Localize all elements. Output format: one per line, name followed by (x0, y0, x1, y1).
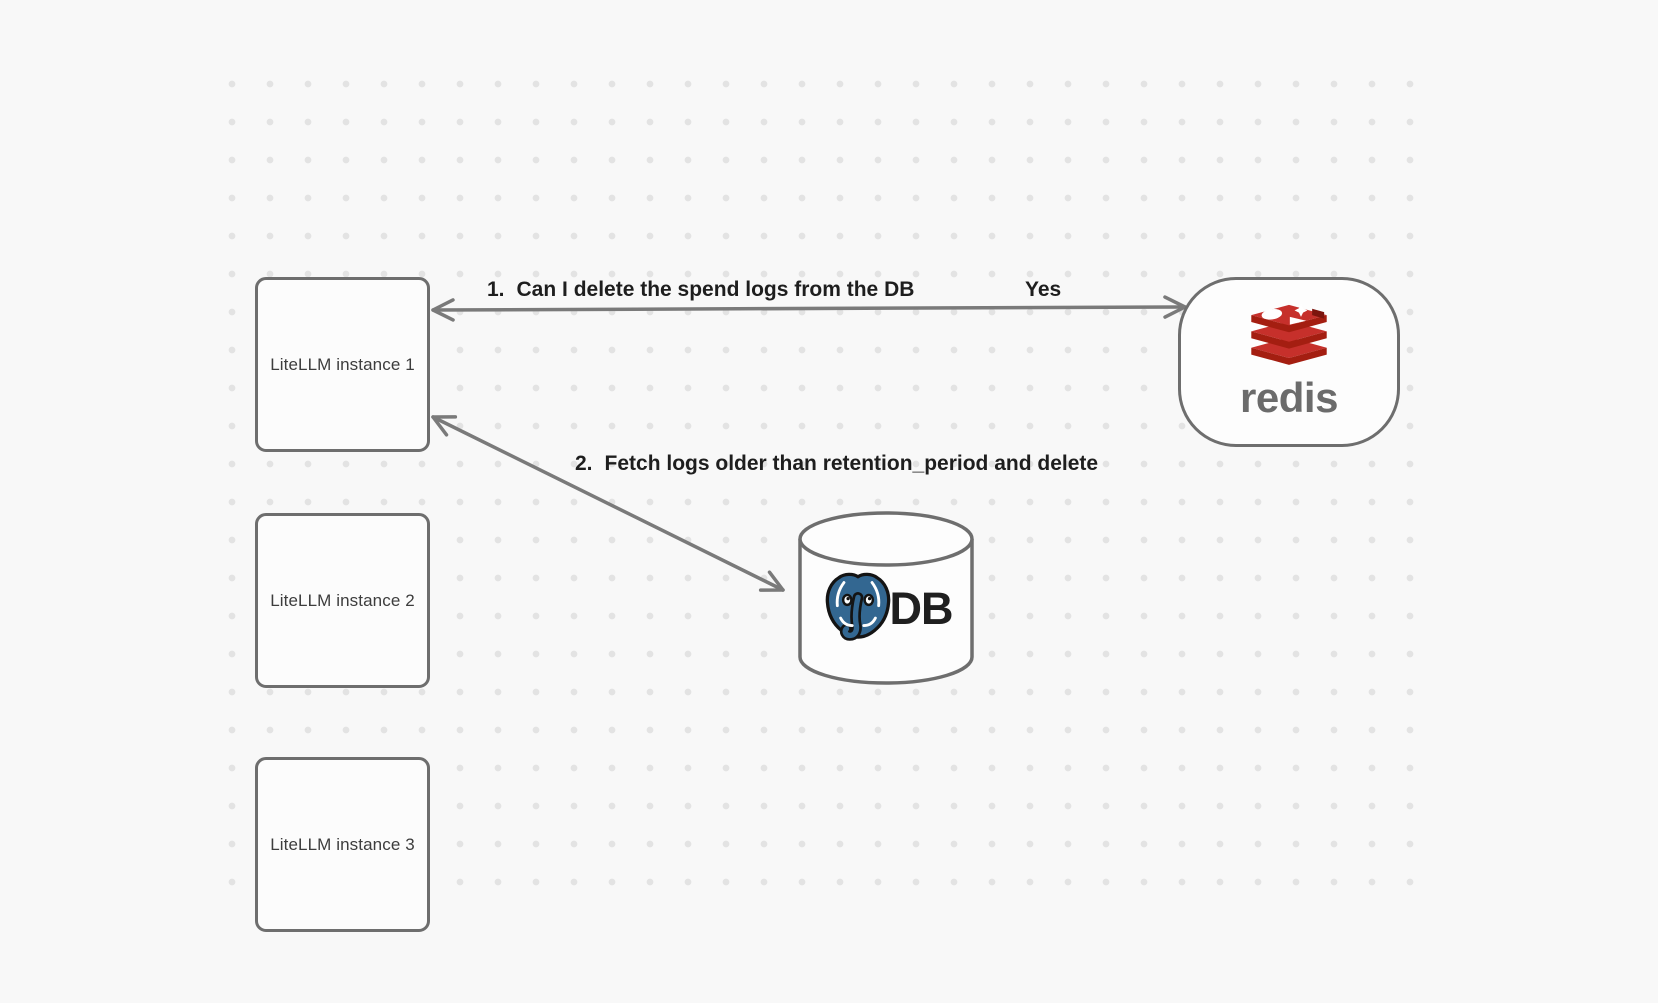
node-litellm-instance-3-label: LiteLLM instance 3 (270, 834, 415, 854)
node-litellm-instance-3[interactable]: LiteLLM instance 3 (255, 757, 430, 932)
node-redis[interactable]: redis (1178, 277, 1400, 447)
redis-logo-icon (1251, 304, 1327, 365)
edge-1-text: Can I delete the spend logs from the DB (516, 278, 915, 301)
edge-1-response-text: Yes (1025, 278, 1062, 301)
node-litellm-instance-1[interactable]: LiteLLM instance 1 (255, 277, 430, 452)
db-content: DB (796, 571, 976, 647)
edge-1-number: 1. (487, 278, 505, 301)
postgresql-elephant-icon (825, 572, 890, 641)
node-db[interactable]: DB (796, 509, 976, 691)
edge-2-number: 2. (575, 452, 593, 475)
node-litellm-instance-1-label: LiteLLM instance 1 (270, 354, 415, 374)
edge-1-label[interactable]: 1. Can I delete the spend logs from the D… (487, 276, 914, 303)
edge-1-response[interactable]: Yes (1025, 276, 1061, 303)
edge-1-arrow[interactable] (431, 295, 1187, 322)
node-litellm-instance-2[interactable]: LiteLLM instance 2 (255, 513, 430, 688)
edge-2-label[interactable]: 2. Fetch logs older than retention_period… (575, 450, 1098, 477)
node-litellm-instance-2-label: LiteLLM instance 2 (270, 590, 415, 610)
db-label: DB (889, 583, 954, 634)
redis-wordmark: redis (1240, 374, 1338, 421)
edge-2-arrow[interactable] (431, 415, 785, 592)
edge-2-text: Fetch logs older than retention_period a… (604, 452, 1099, 475)
